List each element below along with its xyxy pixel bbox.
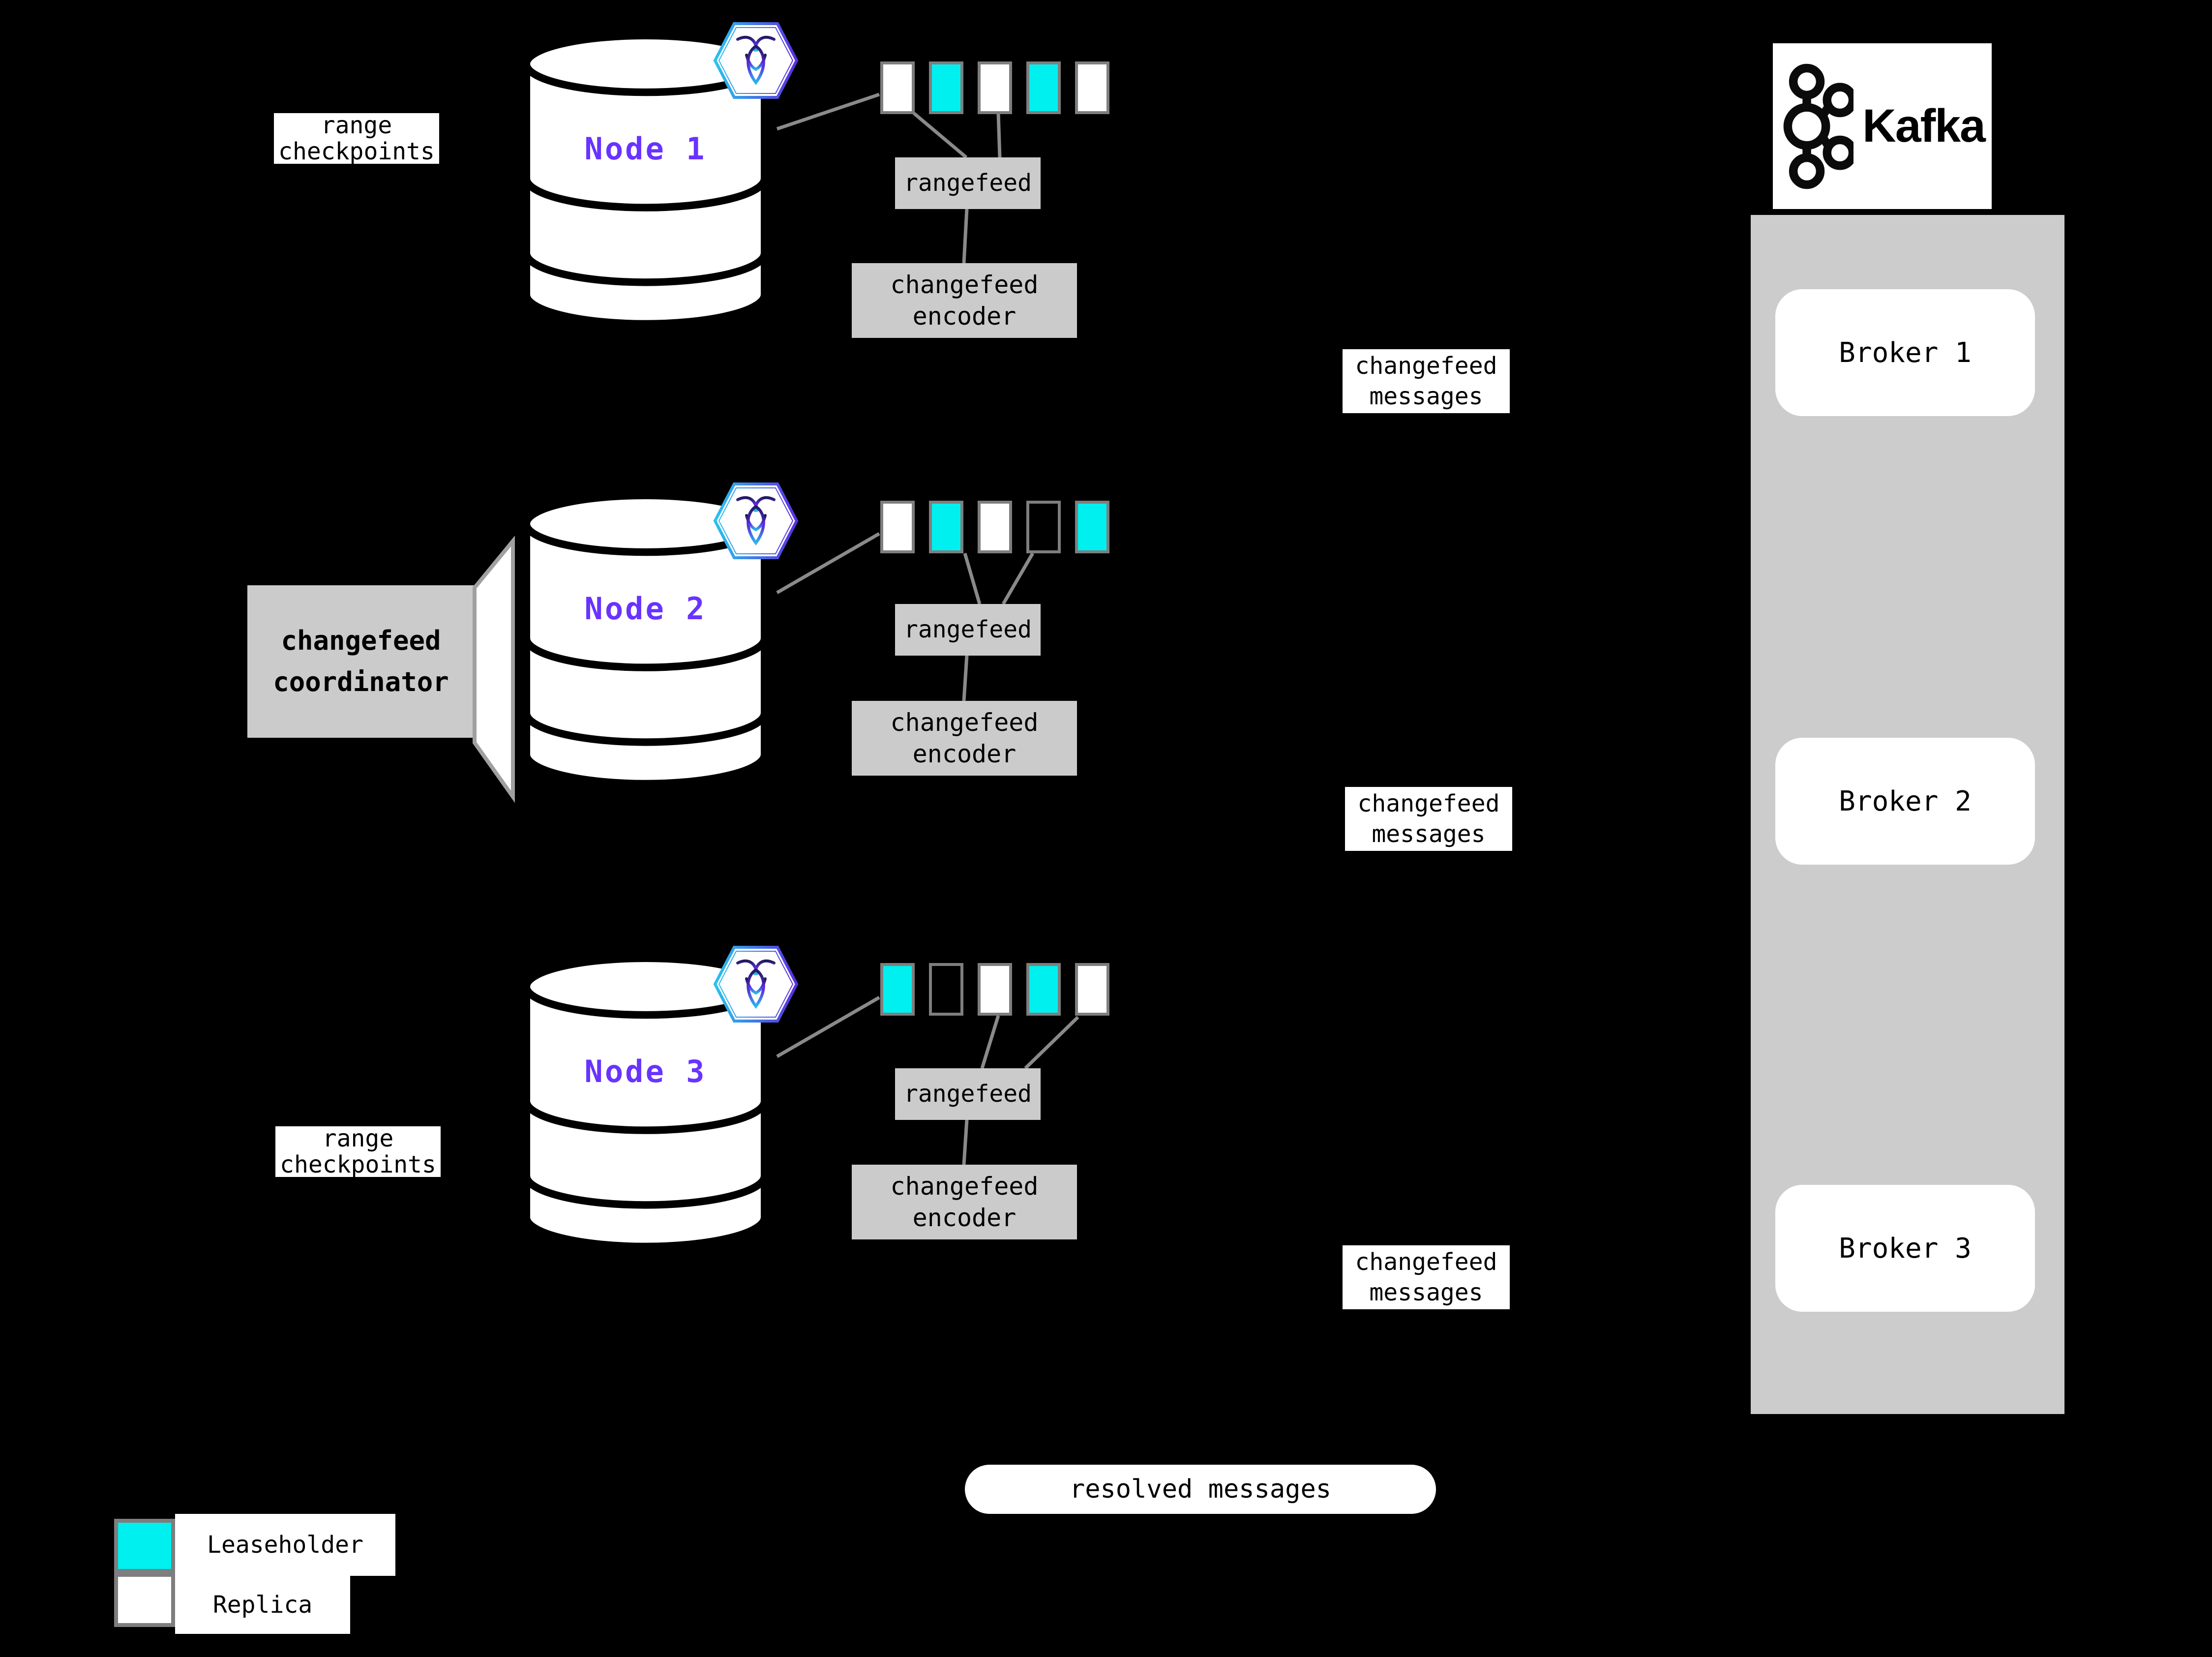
range-replica <box>880 501 915 553</box>
kafka-logo-box: Kafka <box>1773 43 1992 209</box>
range-leaseholder <box>880 963 915 1016</box>
legend-replica-label: Replica <box>175 1576 350 1634</box>
node1-ranges <box>880 61 1109 114</box>
node3-label: Node 3 <box>584 1053 707 1089</box>
range-checkpoints-label-node1: range checkpoints <box>274 113 439 164</box>
node1-changefeed-encoder-box: changefeed encoder <box>852 263 1077 338</box>
node1-rangefeed-box: rangefeed <box>895 157 1041 209</box>
range-leaseholder <box>1026 963 1061 1016</box>
range-empty <box>929 963 963 1016</box>
node1-cylinder <box>522 31 769 328</box>
legend-leaseholder-label: Leaseholder <box>175 1514 395 1576</box>
range-replica <box>1075 963 1109 1016</box>
range-replica <box>1075 61 1109 114</box>
kafka-icon <box>1783 63 1854 189</box>
range-replica <box>978 963 1012 1016</box>
node3-ranges <box>880 963 1109 1016</box>
node2-changefeed-encoder-box: changefeed encoder <box>852 701 1077 776</box>
node3-cylinder <box>522 954 769 1251</box>
range-replica <box>978 501 1012 553</box>
broker-3-box: Broker 3 <box>1775 1185 2035 1312</box>
node2-rangefeed-box: rangefeed <box>895 604 1041 656</box>
node2-cylinder <box>522 491 769 788</box>
range-leaseholder <box>929 61 963 114</box>
range-replica <box>978 61 1012 114</box>
node3-rangefeed-box: rangefeed <box>895 1068 1041 1120</box>
legend-leaseholder-swatch <box>114 1519 175 1573</box>
range-leaseholder <box>1026 61 1061 114</box>
cockroachdb-logo-icon <box>713 946 799 1023</box>
node2-label: Node 2 <box>584 590 707 627</box>
node3-changefeed-messages-label: changefeed messages <box>1343 1245 1510 1309</box>
kafka-title: Kafka <box>1862 100 1986 152</box>
range-checkpoints-label-node3: range checkpoints <box>275 1126 441 1177</box>
coordinator-pointer <box>473 536 515 803</box>
broker-1-box: Broker 1 <box>1775 289 2035 416</box>
range-leaseholder <box>1075 501 1109 553</box>
resolved-messages-label: resolved messages <box>965 1465 1436 1514</box>
node1-label: Node 1 <box>584 130 707 167</box>
broker-2-box: Broker 2 <box>1775 738 2035 865</box>
legend-replica-swatch <box>114 1573 175 1627</box>
node3-changefeed-encoder-box: changefeed encoder <box>852 1165 1077 1239</box>
cockroachdb-logo-icon <box>713 482 799 559</box>
node1-changefeed-messages-label: changefeed messages <box>1343 349 1510 413</box>
node2-changefeed-messages-label: changefeed messages <box>1345 787 1512 851</box>
cockroachdb-logo-icon <box>713 22 799 99</box>
range-leaseholder <box>929 501 963 553</box>
range-replica <box>880 61 915 114</box>
changefeed-coordinator-box: changefeed coordinator <box>247 585 475 738</box>
range-empty <box>1026 501 1061 553</box>
node2-ranges <box>880 501 1109 553</box>
